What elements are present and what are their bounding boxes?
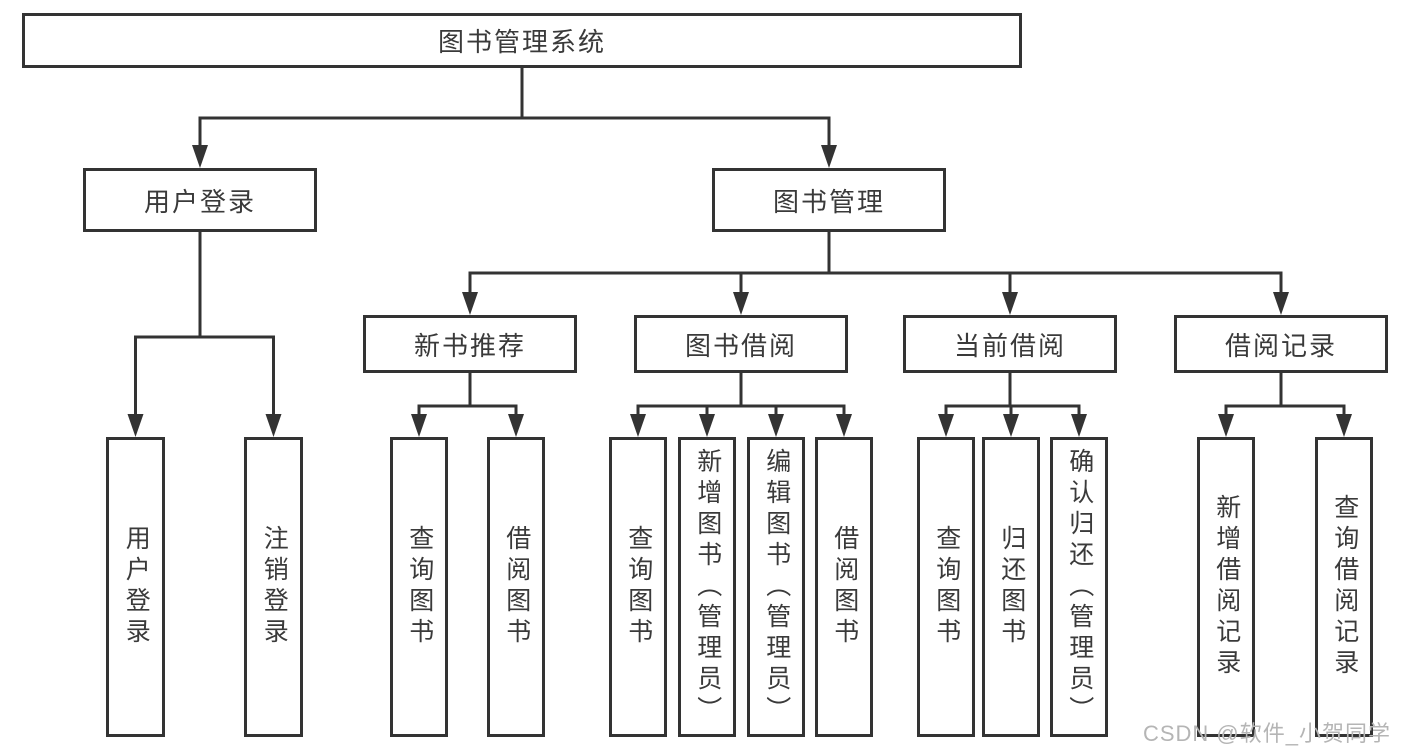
node-label: 借阅图书 [830,525,859,649]
arrowhead-icon [462,292,478,315]
node-leaf-borrow-book-rec: 借阅图书 [487,437,545,737]
arrowhead-icon [192,145,208,168]
arrowhead-icon [768,414,784,437]
node-leaf-add-borrow-record: 新增借阅记录 [1197,437,1255,737]
node-leaf-logout: 注销登录 [244,437,303,737]
arrowhead-icon [699,414,715,437]
watermark: CSDN @软件_小贺同学 [1142,721,1391,746]
arrowhead-icon [411,414,427,437]
node-label: 查询图书 [405,525,434,649]
arrowhead-icon [1218,414,1234,437]
arrowhead-icon [1071,414,1087,437]
node-leaf-query-book-current: 查询图书 [917,437,975,737]
node-leaf-confirm-return: 确认归还（管理员） [1050,437,1108,737]
node-label: 归还图书 [997,525,1026,649]
node-label: 图书借阅 [684,330,797,361]
arrowhead-icon [265,414,282,437]
node-leaf-query-book-rec: 查询图书 [390,437,448,737]
node-label: 新增借阅记录 [1212,494,1241,680]
arrowhead-icon [1002,292,1018,315]
node-label: 用户登录 [143,186,256,217]
node-label: 用户登录 [122,525,151,649]
node-label: 新书推荐 [413,330,526,361]
node-new-book-recommend: 新书推荐 [363,315,577,373]
node-borrow-records: 借阅记录 [1174,315,1388,373]
arrowhead-icon [630,414,646,437]
node-label: 确认归还（管理员） [1065,447,1094,727]
node-label: 编辑图书（管理员） [762,447,791,727]
node-leaf-edit-book-admin: 编辑图书（管理员） [747,437,805,737]
arrowhead-icon [733,292,749,315]
node-label: 查询图书 [624,525,653,649]
arrowhead-icon [821,145,837,168]
arrowhead-icon [127,414,144,437]
node-label: 借阅记录 [1224,330,1337,361]
node-label: 图书管理 [772,186,885,217]
node-current-borrow: 当前借阅 [903,315,1117,373]
node-user-login: 用户登录 [83,168,317,232]
node-label: 查询图书 [932,525,961,649]
node-book-borrow: 图书借阅 [634,315,848,373]
node-label: 注销登录 [260,525,289,649]
arrowhead-icon [1336,414,1352,437]
arrowhead-icon [1273,292,1289,315]
node-label: 查询借阅记录 [1330,494,1359,680]
node-book-management: 图书管理 [712,168,946,232]
node-leaf-return-book: 归还图书 [982,437,1040,737]
node-label: 借阅图书 [502,525,531,649]
node-leaf-query-borrow-record: 查询借阅记录 [1315,437,1373,737]
node-leaf-query-book-borrow: 查询图书 [609,437,667,737]
node-leaf-borrow-book-borrow: 借阅图书 [815,437,873,737]
arrowhead-icon [508,414,524,437]
node-label: 图书管理系统 [437,27,606,57]
arrowhead-icon [1003,414,1019,437]
arrowhead-icon [938,414,954,437]
node-leaf-user-login: 用户登录 [106,437,165,737]
node-leaf-add-book-admin: 新增图书（管理员） [678,437,736,737]
node-root: 图书管理系统 [22,13,1022,68]
node-label: 当前借阅 [953,330,1066,361]
node-label: 新增图书（管理员） [693,447,722,727]
arrowhead-icon [836,414,852,437]
